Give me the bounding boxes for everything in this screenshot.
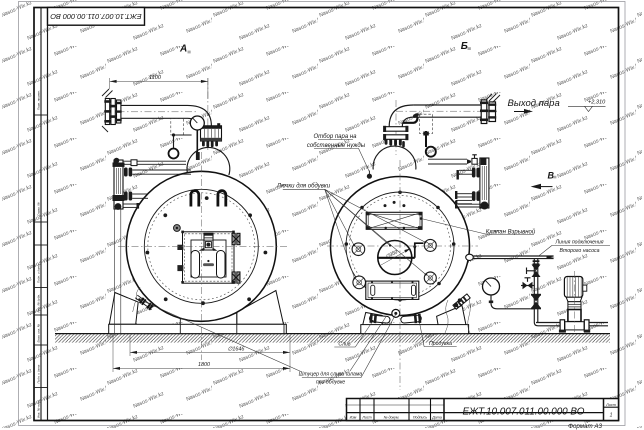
svg-text:Штуцер для слива шлама: Штуцер для слива шлама xyxy=(299,371,363,377)
svg-text:Лист: Лист xyxy=(605,403,616,407)
svg-text:∅1646: ∅1646 xyxy=(228,346,245,352)
svg-text:Инв. № подл.: Инв. № подл. xyxy=(37,399,41,418)
svg-text:+2,310: +2,310 xyxy=(588,100,606,106)
svg-text:Лючки для обдувки: Лючки для обдувки xyxy=(276,184,331,190)
svg-text:Подп. и дата: Подп. и дата xyxy=(37,364,41,383)
svg-text:Выход пара: Выход пара xyxy=(508,98,560,109)
svg-text:1: 1 xyxy=(610,413,613,419)
svg-text:Линия подключения: Линия подключения xyxy=(554,239,603,245)
svg-text:Слив: Слив xyxy=(338,342,351,348)
svg-text:Дата: Дата xyxy=(431,415,441,419)
svg-text:Б: Б xyxy=(461,41,468,52)
svg-text:Инв. № дубл.: Инв. № дубл. xyxy=(37,294,41,313)
svg-text:Подп. и дата: Подп. и дата xyxy=(37,264,41,283)
svg-text:1100: 1100 xyxy=(149,75,162,81)
svg-text:Изм: Изм xyxy=(350,415,357,419)
svg-text:ЕЖТ.10.007.011.00.000 ВО: ЕЖТ.10.007.011.00.000 ВО xyxy=(463,406,585,417)
svg-text:Продувка: Продувка xyxy=(429,341,452,347)
svg-text:В: В xyxy=(548,171,555,181)
svg-text:Второго насоса: Второго насоса xyxy=(560,248,600,254)
svg-text:А: А xyxy=(179,44,187,55)
svg-text:при обдувке: при обдувке xyxy=(316,380,345,386)
svg-text:Взам. инв. №: Взам. инв. № xyxy=(37,323,41,342)
svg-text:Отбор пара на: Отбор пара на xyxy=(314,134,358,140)
svg-text:ЕЖТ.10.007.011.00.000 ВО: ЕЖТ.10.007.011.00.000 ВО xyxy=(50,12,142,21)
svg-text:№ докум.: № докум. xyxy=(384,415,400,419)
svg-text:Клапан Взрывной: Клапан Взрывной xyxy=(486,228,536,235)
svg-text:1800: 1800 xyxy=(198,362,210,368)
svg-text:собственные нужды: собственные нужды xyxy=(307,143,366,149)
svg-text:Справ. №: Справ. № xyxy=(37,202,41,216)
svg-text:∅350: ∅350 xyxy=(385,249,399,260)
svg-text:Формат А3: Формат А3 xyxy=(568,423,602,430)
svg-text:Лист: Лист xyxy=(361,415,371,419)
svg-text:Подпись: Подпись xyxy=(413,415,427,419)
svg-text:Перв. примен.: Перв. примен. xyxy=(37,90,41,110)
